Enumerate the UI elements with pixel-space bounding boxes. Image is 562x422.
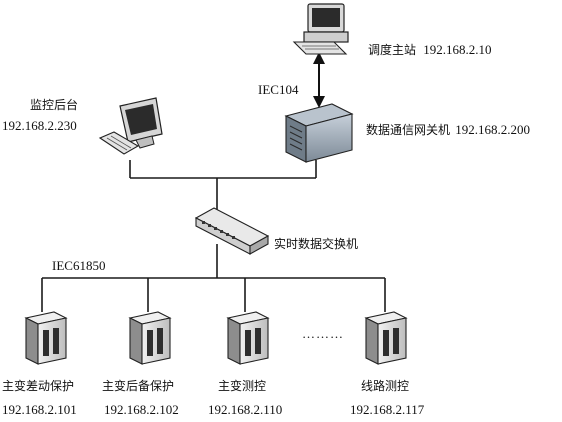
monitor-backend-name: 监控后台 — [30, 98, 79, 112]
device-name-2: 主变后备保护 — [102, 379, 175, 393]
gateway-name: 数据通信网关机 — [366, 123, 451, 137]
ellipsis-more-devices: ……… — [302, 326, 344, 341]
dispatch-master-ip: 192.168.2.10 — [423, 42, 492, 57]
device-ip-3: 192.168.2.110 — [208, 402, 283, 417]
gateway-server-icon — [284, 103, 354, 163]
monitor-backend-ip: 192.168.2.230 — [2, 118, 77, 133]
device-name-4: 线路测控 — [361, 379, 410, 393]
device-name-3: 主变测控 — [218, 379, 267, 393]
protocol-lower-label: IEC61850 — [52, 258, 106, 273]
protocol-upper-label: IEC104 — [258, 82, 299, 97]
device-server-icon — [226, 311, 270, 365]
switch-icon — [194, 207, 270, 255]
device-server-icon — [24, 311, 68, 365]
device-ip-1: 192.168.2.101 — [2, 402, 77, 417]
device-server-icon — [364, 311, 408, 365]
device-name-1: 主变差动保护 — [2, 379, 75, 393]
device-ip-2: 192.168.2.102 — [104, 402, 179, 417]
device-server-icon — [128, 311, 172, 365]
dispatch-master-name: 调度主站 — [368, 43, 417, 57]
device-ip-4: 192.168.2.117 — [350, 402, 425, 417]
dispatch-master-label: 调度主站 192.168.2.10 — [368, 42, 492, 58]
connection-lines — [41, 160, 386, 312]
gateway-label: 数据通信网关机 192.168.2.200 — [366, 122, 530, 138]
workstation-icon — [292, 3, 349, 55]
gateway-ip: 192.168.2.200 — [455, 122, 531, 137]
switch-label: 实时数据交换机 — [274, 237, 359, 251]
monitor-computer-icon — [98, 97, 163, 155]
